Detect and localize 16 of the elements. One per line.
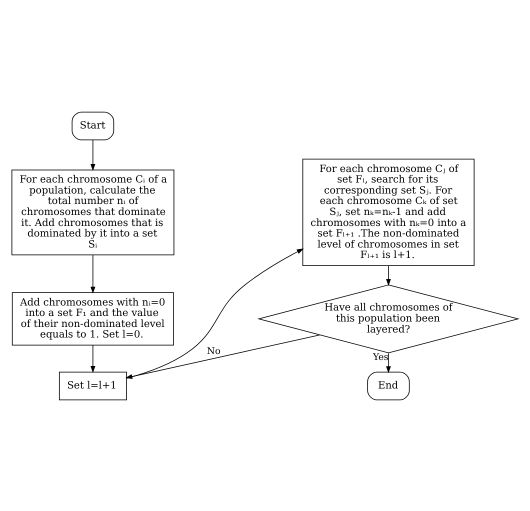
arrow [386,265,391,286]
arrow [125,334,320,378]
arrow [126,248,304,378]
edge-label: No [206,346,221,357]
node-box: For each chromosome Cⱼ of set Fₗ, search for its corresponding set Sⱼ. For each chromosome Cₖ of set Sⱼ, set nₖ=nₖ-1 and add chromosomes with nₖ=0 into a set Fₗ₊₁ .The non-dominated level of chromosomes in set Fₗ₊₁ is l+1. [302,158,474,266]
arrow [386,352,391,373]
arrow [90,344,96,372]
arrow [90,254,96,294]
arrow [90,139,96,170]
node-diamond: Have all chromosomes of this population been layered? [257,284,520,353]
node-box: Set l=l+1 [58,371,127,400]
node-box: Add chromosomes with nᵢ=0 into a set F₁ and the value of their non-dominated level equals to 1. Set l=0. [12,292,174,345]
node-box: For each chromosome Cᵢ of a population, calculate the total number nᵢ of chromosomes that dominate it. Add chromosomes that is dominated by it into a set Sᵢ [12,169,174,255]
node-box: End [367,371,410,400]
edge-label: Yes [373,351,389,362]
node-box: Start [72,111,114,140]
